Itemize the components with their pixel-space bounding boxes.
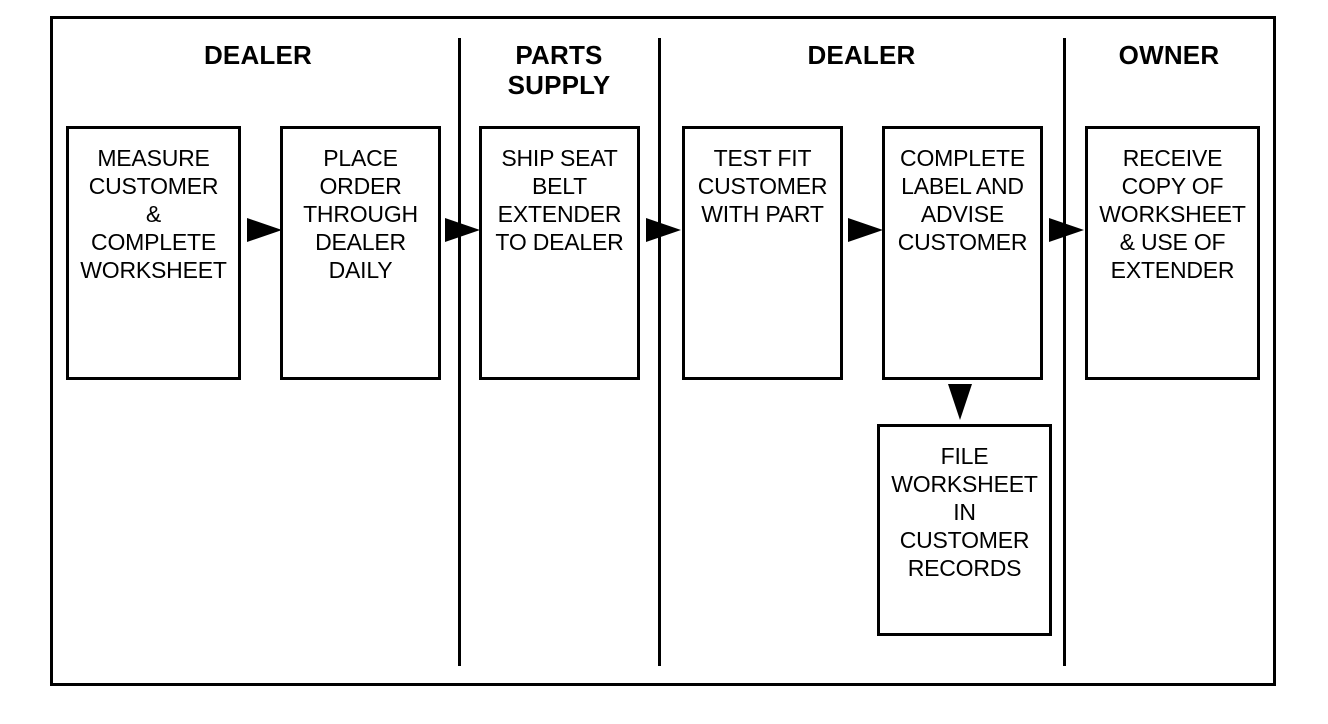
lane-header-owner: OWNER (1118, 40, 1220, 70)
lane-divider-3 (1063, 38, 1066, 666)
lane-header-dealer-2: DEALER (807, 40, 916, 70)
step-place-order: PLACE ORDER THROUGH DEALER DAILY (280, 126, 441, 380)
step-complete-label: COMPLETE LABEL AND ADVISE CUSTOMER (882, 126, 1043, 380)
step-receive-copy: RECEIVE COPY OF WORKSHEET & USE OF EXTEN… (1085, 126, 1260, 380)
step-file-worksheet: FILE WORKSHEET IN CUSTOMER RECORDS (877, 424, 1052, 636)
lane-divider-1 (458, 38, 461, 666)
step-test-fit: TEST FIT CUSTOMER WITH PART (682, 126, 843, 380)
lane-header-dealer: DEALER (203, 40, 313, 70)
step-measure-customer: MEASURE CUSTOMER & COMPLETE WORKSHEET (66, 126, 241, 380)
lane-header-parts-supply: PARTS SUPPLY (507, 40, 611, 100)
step-ship-extender: SHIP SEAT BELT EXTENDER TO DEALER (479, 126, 640, 380)
lane-divider-2 (658, 38, 661, 666)
diagram-frame (50, 16, 1276, 686)
